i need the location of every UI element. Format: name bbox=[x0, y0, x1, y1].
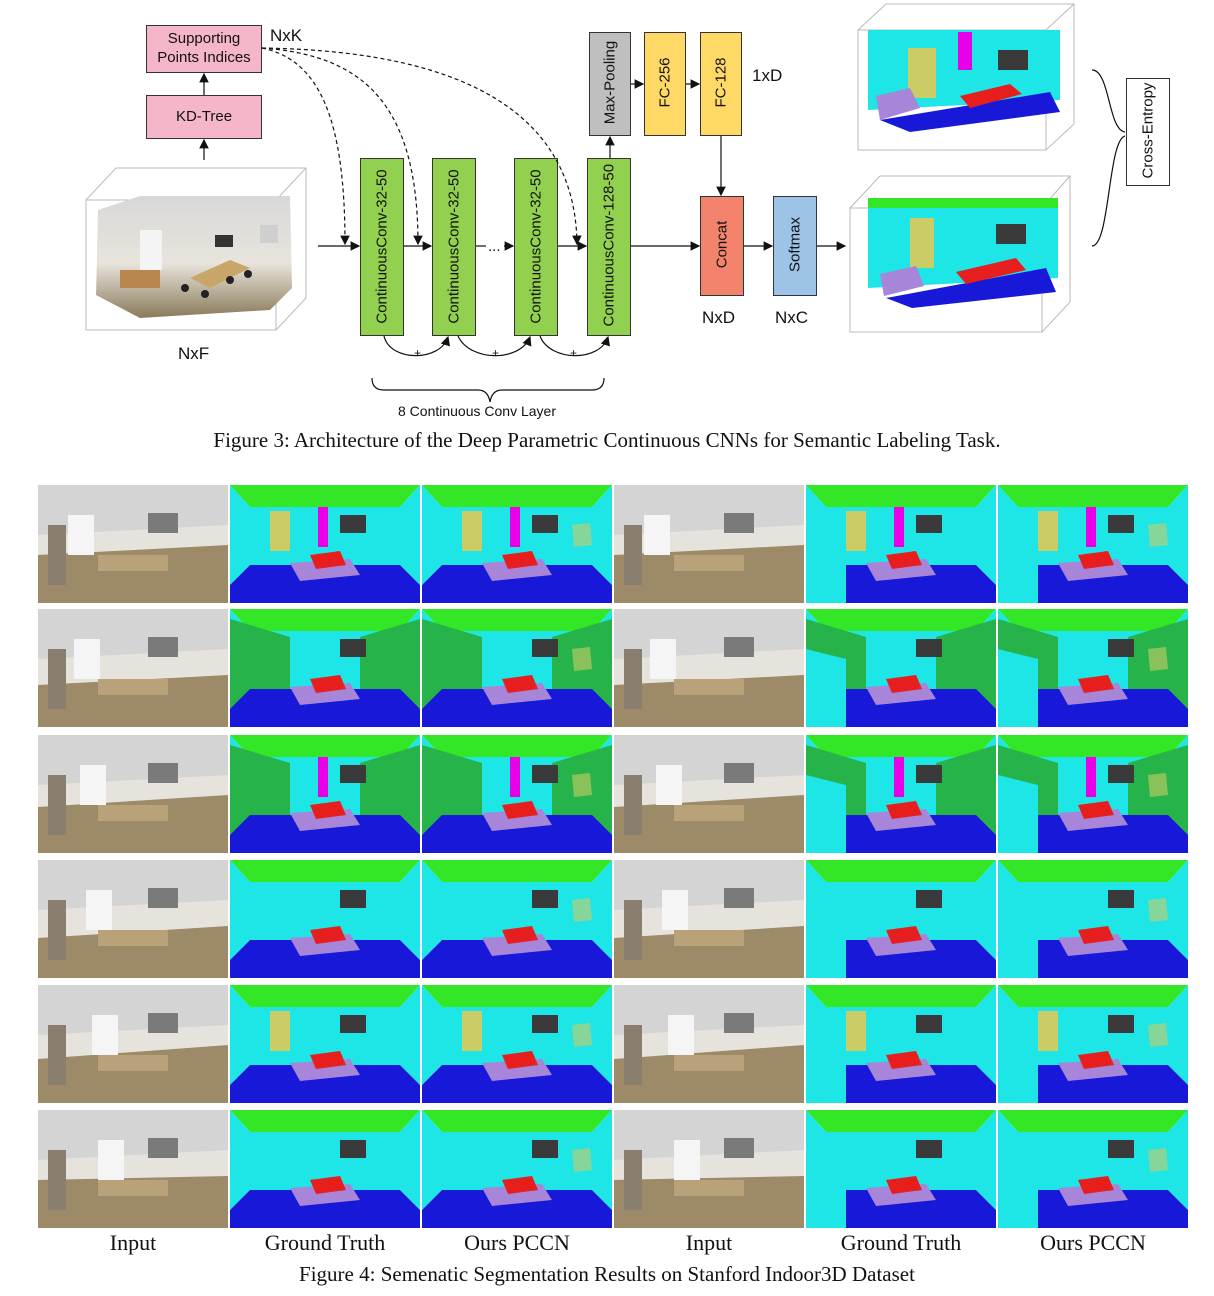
result-tile-r6-c1 bbox=[38, 1110, 228, 1228]
nxc-label: NxC bbox=[775, 308, 809, 327]
result-tile-r2-c3 bbox=[422, 609, 612, 727]
gt-segmentation-box bbox=[857, 3, 1075, 151]
nxd-label: NxD bbox=[702, 308, 736, 327]
result-tile-r6-c6 bbox=[998, 1110, 1188, 1228]
result-tile-r1-c2 bbox=[230, 485, 420, 603]
result-tile-r1-c4 bbox=[614, 485, 804, 603]
column-label-input-left: Input bbox=[109, 1230, 157, 1255]
result-tile-r4-c2 bbox=[230, 860, 420, 978]
result-tile-r5-c3 bbox=[422, 985, 612, 1103]
cross-entropy-box bbox=[1126, 78, 1170, 186]
column-label-input-right: Input bbox=[685, 1230, 733, 1255]
result-tile-r1-c3 bbox=[422, 485, 612, 603]
result-tile-r6-c5 bbox=[806, 1110, 996, 1228]
kdtree-box: KD-Tree bbox=[146, 95, 262, 139]
result-tile-r1-c5 bbox=[806, 485, 996, 603]
supporting-points-box: Supporting Points Indices bbox=[146, 25, 262, 73]
result-tile-r4-c1 bbox=[38, 860, 228, 978]
result-tile-r4-c6 bbox=[998, 860, 1188, 978]
result-tile-r4-c3 bbox=[422, 860, 612, 978]
result-tile-r5-c5 bbox=[806, 985, 996, 1103]
result-tile-r2-c4 bbox=[614, 609, 804, 727]
figure4-caption: Figure 4: Semenatic Segmentation Results… bbox=[299, 1262, 915, 1286]
column-label-ground-truth-left: Ground Truth bbox=[264, 1230, 386, 1255]
result-tile-r4-c5 bbox=[806, 860, 996, 978]
result-tile-r4-c4 bbox=[614, 860, 804, 978]
plus-sign-3: + bbox=[570, 346, 578, 360]
result-tile-r3-c1 bbox=[38, 735, 228, 853]
plus-sign-2: + bbox=[492, 346, 500, 360]
column-label-ours-right: Ours PCCN bbox=[1040, 1230, 1146, 1255]
result-tile-r3-c4 bbox=[614, 735, 804, 853]
result-tile-r2-c5 bbox=[806, 609, 996, 727]
result-tile-r5-c1 bbox=[38, 985, 228, 1103]
result-tile-r5-c6 bbox=[998, 985, 1188, 1103]
result-tile-r2-c2 bbox=[230, 609, 420, 727]
plus-sign-1: + bbox=[414, 346, 422, 360]
supporting-points-label: Supporting Points Indices bbox=[157, 30, 251, 66]
maxpool-box bbox=[589, 32, 631, 136]
pred-segmentation-box bbox=[849, 175, 1071, 333]
result-tile-r2-c6 bbox=[998, 609, 1188, 727]
conv-box-2 bbox=[432, 158, 476, 336]
result-tile-r5-c2 bbox=[230, 985, 420, 1103]
result-tile-r5-c4 bbox=[614, 985, 804, 1103]
fc256-box bbox=[644, 32, 686, 136]
column-label-ours-left: Ours PCCN bbox=[464, 1230, 570, 1255]
softmax-box bbox=[773, 196, 817, 296]
result-tile-r3-c3 bbox=[422, 735, 612, 853]
conv-box-4 bbox=[587, 158, 631, 336]
result-tile-r3-c5 bbox=[806, 735, 996, 853]
fc128-box bbox=[700, 32, 742, 136]
concat-box bbox=[700, 196, 744, 296]
diagram-connectors bbox=[199, 47, 1126, 403]
result-tile-r6-c3 bbox=[422, 1110, 612, 1228]
result-tile-r3-c6 bbox=[998, 735, 1188, 853]
conv-ellipsis: ... bbox=[488, 238, 501, 255]
result-tile-r6-c4 bbox=[614, 1110, 804, 1228]
input-point-cloud bbox=[85, 167, 307, 331]
result-tile-r3-c2 bbox=[230, 735, 420, 853]
column-label-ground-truth-right: Ground Truth bbox=[840, 1230, 962, 1255]
result-tile-r2-c1 bbox=[38, 609, 228, 727]
result-tile-r1-c1 bbox=[38, 485, 228, 603]
nxf-label: NxF bbox=[178, 344, 210, 363]
result-tile-r1-c6 bbox=[998, 485, 1188, 603]
nxk-label: NxK bbox=[270, 26, 303, 45]
figure3-caption: Figure 3: Architecture of the Deep Param… bbox=[213, 428, 1001, 452]
onexd-label: 1xD bbox=[752, 66, 783, 85]
kdtree-label: KD-Tree bbox=[175, 108, 233, 125]
conv-box-1 bbox=[360, 158, 404, 336]
conv-box-3 bbox=[514, 158, 558, 336]
brace-label: 8 Continuous Conv Layer bbox=[398, 403, 556, 419]
result-tile-r6-c2 bbox=[230, 1110, 420, 1228]
